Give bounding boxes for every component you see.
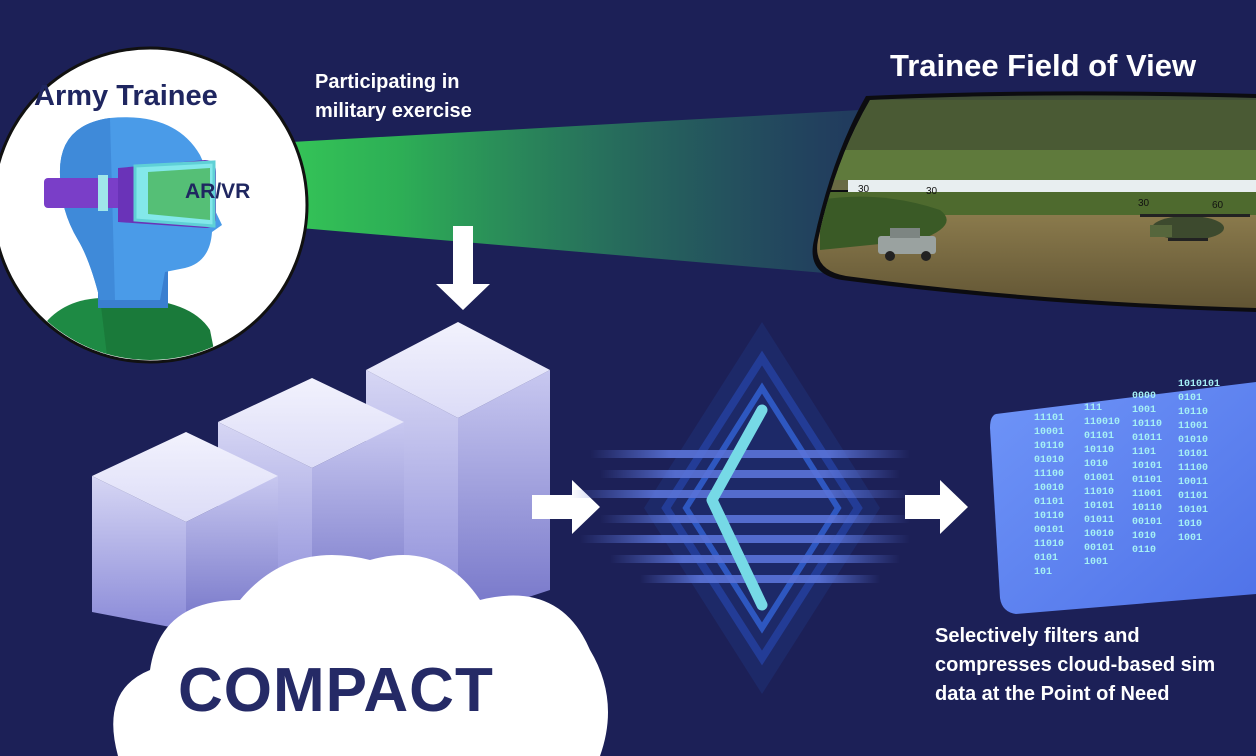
fov-marker-3: 30 — [1138, 198, 1150, 209]
binary-line: 0101 — [1034, 553, 1058, 564]
fov-title: Trainee Field of View — [890, 48, 1197, 83]
binary-line: 01010 — [1178, 435, 1208, 446]
binary-line: 10110 — [1132, 503, 1162, 514]
fov-marker-4: 60 — [1212, 200, 1224, 211]
fov-marker-2: 30 — [926, 186, 938, 197]
diamond-logo-icon — [570, 322, 910, 694]
binary-line: 11100 — [1178, 463, 1208, 474]
binary-line: 1010101 — [1178, 379, 1220, 390]
binary-line: 101 — [1034, 567, 1052, 578]
binary-screen: 1110110001101100101011100100100110110110… — [990, 379, 1256, 614]
caption-line3: data at the Point of Need — [935, 683, 1170, 705]
binary-line: 1101 — [1132, 447, 1156, 458]
caption: Selectively filters and compresses cloud… — [935, 622, 1215, 709]
binary-line: 1001 — [1178, 533, 1202, 544]
binary-line: 111 — [1084, 403, 1102, 414]
binary-line: 10110 — [1132, 419, 1162, 430]
exercise-text-line1: Participating in — [315, 71, 460, 93]
right-arrow-icon-2 — [905, 480, 968, 534]
down-arrow-icon — [436, 226, 490, 310]
binary-line: 00101 — [1084, 543, 1114, 554]
binary-line: 01011 — [1084, 515, 1114, 526]
binary-line: 10110 — [1084, 445, 1114, 456]
binary-line: 10001 — [1034, 427, 1064, 438]
binary-line: 01101 — [1132, 475, 1162, 486]
binary-line: 10101 — [1084, 501, 1114, 512]
binary-line: 0000 — [1132, 391, 1156, 402]
binary-data: 1110110001101100101011100100100110110110… — [1034, 379, 1220, 578]
binary-line: 10101 — [1178, 449, 1208, 460]
binary-line: 10101 — [1132, 461, 1162, 472]
binary-line: 11100 — [1034, 469, 1064, 480]
binary-line: 1001 — [1132, 405, 1156, 416]
binary-line: 10011 — [1178, 477, 1208, 488]
binary-line: 0101 — [1178, 393, 1202, 404]
binary-line: 11001 — [1178, 421, 1208, 432]
binary-line: 10101 — [1178, 505, 1208, 516]
binary-line: 1010 — [1084, 459, 1108, 470]
exercise-text-line2: military exercise — [315, 100, 472, 122]
binary-line: 0110 — [1132, 545, 1156, 556]
fov-marker-1: 30 — [858, 184, 870, 195]
binary-line: 11101 — [1034, 413, 1064, 424]
vision-beam — [150, 110, 860, 275]
binary-line: 1010 — [1178, 519, 1202, 530]
trainee-label: Army Trainee — [34, 80, 218, 112]
product-name: COMPACT — [178, 656, 494, 725]
binary-line: 11001 — [1132, 489, 1162, 500]
exercise-text: Participating in military exercise — [315, 68, 545, 126]
field-of-view-image: 30 30 30 60 — [812, 91, 1256, 312]
caption-line2: compresses cloud-based sim — [935, 654, 1216, 676]
binary-line: 10010 — [1084, 529, 1114, 540]
binary-line: 01101 — [1178, 491, 1208, 502]
binary-line: 01101 — [1084, 431, 1114, 442]
binary-line: 01010 — [1034, 455, 1064, 466]
binary-line: 10010 — [1034, 483, 1064, 494]
binary-line: 01011 — [1132, 433, 1162, 444]
cloud-icon — [113, 555, 608, 756]
binary-line: 01001 — [1084, 473, 1114, 484]
binary-line: 1001 — [1084, 557, 1108, 568]
binary-line: 110010 — [1084, 417, 1120, 428]
binary-line: 11010 — [1034, 539, 1064, 550]
headset-label: AR/VR — [185, 180, 251, 203]
caption-line1: Selectively filters and — [935, 625, 1140, 647]
binary-line: 01101 — [1034, 497, 1064, 508]
binary-line: 10110 — [1178, 407, 1208, 418]
binary-line: 10110 — [1034, 511, 1064, 522]
binary-line: 10110 — [1034, 441, 1064, 452]
binary-line: 00101 — [1034, 525, 1064, 536]
binary-line: 00101 — [1132, 517, 1162, 528]
binary-line: 11010 — [1084, 487, 1114, 498]
binary-line: 1010 — [1132, 531, 1156, 542]
